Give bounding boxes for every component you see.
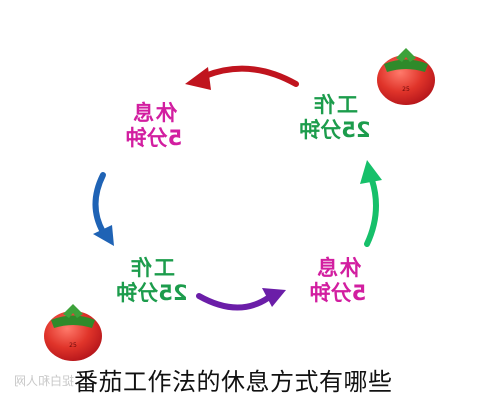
timer-label: 25 [69,342,77,349]
arrow-left [92,172,114,246]
timer-label: 25 [402,86,410,93]
node-duration: 25分钟 [299,118,371,143]
node-title: 工作 [129,256,175,280]
work-25min-node: 工作 25分钟 [106,256,198,306]
rest-5min-node: 休息 5分钟 [108,101,200,151]
rest-5min-node: 休息 5分钟 [292,256,384,306]
work-25min-node: 工作 25分钟 [289,93,381,143]
node-duration: 5分钟 [309,281,367,306]
arrow-right [360,160,382,247]
node-title: 休息 [315,256,361,280]
page-caption: 番茄工作法的休息方式有哪些 [74,368,393,396]
node-duration: 25分钟 [116,281,188,306]
node-title: 休息 [131,101,177,125]
node-title: 工作 [312,93,358,117]
arrow-bottom [196,288,286,311]
node-duration: 5分钟 [125,126,183,151]
tomato-timer-icon: 25 [377,48,435,105]
arrow-top [185,65,299,90]
tomato-timer-icon: 25 [44,304,102,361]
watermark: 捉白和人网 [14,374,75,388]
